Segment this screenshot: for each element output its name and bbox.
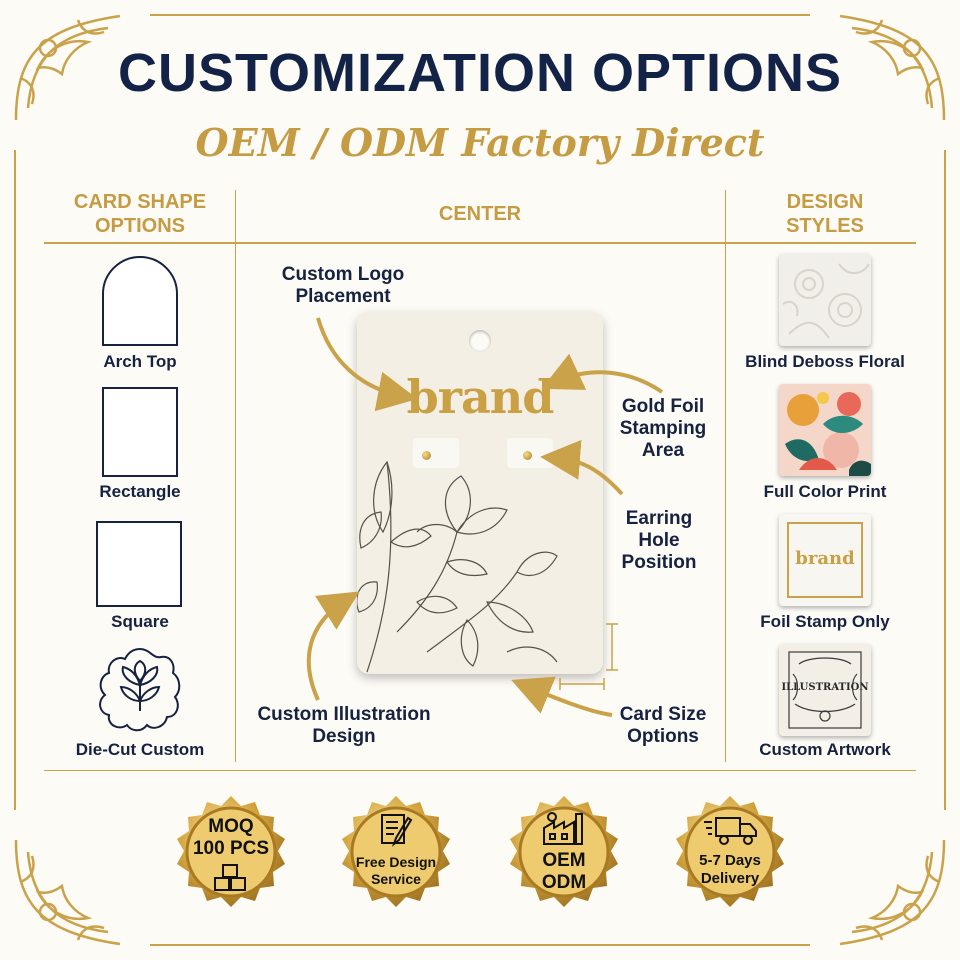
badge-delivery: 5-7 Days Delivery xyxy=(666,788,794,916)
shape-label-rectangle: Rectangle xyxy=(99,482,181,501)
annotation-card-size: Card Size Options xyxy=(619,704,707,747)
delivery-truck-icon xyxy=(704,817,757,845)
rectangle-shape-icon xyxy=(102,387,178,477)
badge-delivery-line1: 5-7 Days xyxy=(699,852,761,869)
corner-ornament-top-left xyxy=(14,14,121,121)
arch-shape-icon xyxy=(102,256,178,346)
design-document-icon xyxy=(381,814,413,847)
badge-moq: MOQ 100 PCS xyxy=(167,788,295,916)
annotation-illustration: Custom Illustration Design xyxy=(257,704,431,747)
badge-moq-line2: 100 PCS xyxy=(192,838,270,859)
style-thumb-foil-stamp: brand xyxy=(779,514,871,606)
shape-label-square: Square xyxy=(111,612,169,631)
earring-backing-left xyxy=(413,438,459,468)
frame-right-line xyxy=(944,150,946,810)
square-shape-icon xyxy=(96,521,182,607)
badge-odm-line: ODM xyxy=(541,872,587,893)
style-label-full-color: Full Color Print xyxy=(763,482,887,501)
column-divider-right xyxy=(725,190,726,762)
shape-label-die-cut: Die-Cut Custom xyxy=(75,740,205,759)
frame-top-line xyxy=(150,14,810,16)
style-thumb-full-color xyxy=(779,384,871,476)
corner-ornament-top-right xyxy=(839,14,946,121)
column-header-center: CENTER xyxy=(438,203,522,225)
page-subtitle: OEM / ODM Factory Direct xyxy=(195,120,765,165)
badge-oem-line: OEM xyxy=(542,850,586,871)
header-divider xyxy=(44,242,916,244)
badge-free-design-line2: Service xyxy=(371,871,421,887)
corner-ornament-bottom-left xyxy=(14,839,121,946)
badge-free-design-line1: Free Design xyxy=(355,854,437,870)
size-dimension-marks xyxy=(559,623,618,690)
badge-moq-line1: MOQ xyxy=(208,816,254,837)
style-label-custom-artwork: Custom Artwork xyxy=(759,740,891,759)
botanical-illustration xyxy=(357,460,558,673)
earring-stud-left xyxy=(422,451,431,460)
annotation-custom-logo: Custom Logo Placement xyxy=(281,264,405,307)
column-header-design-styles: DESIGN STYLES xyxy=(786,191,864,237)
shape-label-arch-top: Arch Top xyxy=(103,352,177,371)
annotation-gold-foil: Gold Foil Stamping Area xyxy=(619,396,707,461)
badge-oem-odm: OEM ODM xyxy=(500,788,628,916)
brand-foil-logo: brand xyxy=(406,370,555,424)
corner-ornament-bottom-right xyxy=(839,839,946,946)
bottom-divider xyxy=(44,770,916,771)
annotation-earring-hole: Earring Hole Position xyxy=(621,508,697,573)
factory-icon xyxy=(543,812,583,845)
earring-stud-right xyxy=(523,451,532,460)
style-label-foil-stamp: Foil Stamp Only xyxy=(760,612,890,631)
foil-stamp-brand: brand xyxy=(795,548,855,569)
frame-left-line xyxy=(14,150,16,810)
badge-free-design: Free Design Service xyxy=(332,788,460,916)
page-title: CUSTOMIZATION OPTIONS xyxy=(117,43,842,103)
floral-die-cut-icon xyxy=(99,647,181,732)
style-label-blind-deboss: Blind Deboss Floral xyxy=(745,352,905,371)
style-thumb-blind-deboss xyxy=(779,254,871,346)
boxes-icon xyxy=(214,864,246,891)
column-header-card-shape: CARD SHAPE OPTIONS xyxy=(73,191,207,237)
frame-bottom-line xyxy=(150,944,810,946)
artwork-title: ILLUSTRATION xyxy=(781,682,869,693)
hang-hole xyxy=(469,330,491,352)
column-divider-left xyxy=(235,190,236,762)
style-thumb-custom-artwork: ILLUSTRATION xyxy=(779,644,871,736)
foil-stamp-border xyxy=(787,522,863,598)
badge-delivery-line2: Delivery xyxy=(700,870,760,887)
